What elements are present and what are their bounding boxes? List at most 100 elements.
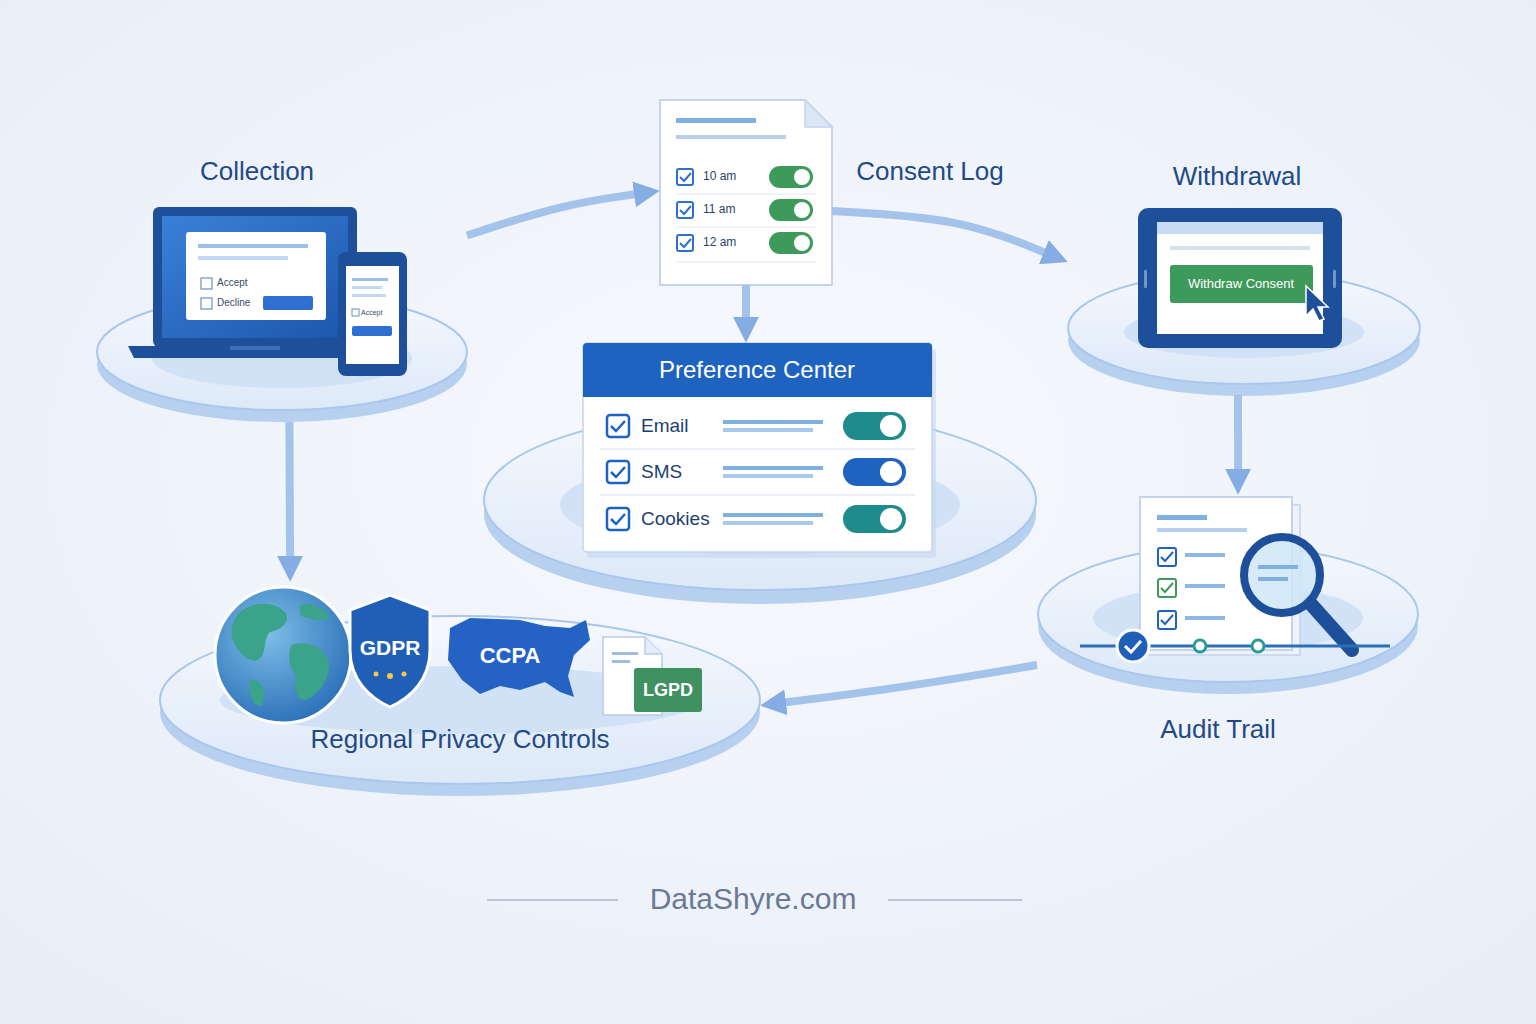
audit-illustration xyxy=(1252,640,1264,652)
preference-panel-illustration xyxy=(583,343,932,397)
audit-illustration xyxy=(1157,528,1247,532)
tablet-illustration xyxy=(1306,286,1328,321)
tablet-illustration xyxy=(1170,246,1310,250)
gdpr-shield xyxy=(350,595,430,707)
phone-illustration xyxy=(352,309,359,316)
channel-label: Email xyxy=(641,415,689,437)
us-map xyxy=(448,618,590,697)
consent-log-illustration xyxy=(677,169,693,185)
lgpd-document xyxy=(645,637,662,654)
log-time: 11 am xyxy=(703,203,735,217)
audit-illustration xyxy=(1125,641,1141,652)
consent-log-illustration xyxy=(676,227,816,228)
flow-arrow xyxy=(742,285,750,319)
phone-illustration xyxy=(346,266,399,364)
consent-log-illustration xyxy=(794,202,810,218)
preference-panel-illustration xyxy=(607,508,629,530)
checkbox-label: Accept xyxy=(361,309,382,317)
stage-heading: Withdrawal xyxy=(1173,162,1302,192)
laptop-illustration xyxy=(198,244,308,248)
globe-illustration xyxy=(215,587,351,723)
preference-panel-illustration xyxy=(611,514,625,524)
watermark-rule xyxy=(888,899,1022,901)
phone-illustration xyxy=(352,326,392,336)
consent-log-illustration xyxy=(680,173,691,181)
consent-log-illustration xyxy=(794,169,810,185)
checkbox-label: Accept xyxy=(217,277,248,289)
log-time: 10 am xyxy=(703,170,736,184)
flow-arrow xyxy=(784,665,1037,703)
phone-illustration xyxy=(352,278,388,281)
preference-panel-illustration xyxy=(723,513,823,517)
preference-panel-illustration xyxy=(723,521,813,525)
audit-illustration xyxy=(1117,630,1149,662)
globe-illustration xyxy=(289,643,329,700)
globe-illustration xyxy=(231,604,287,661)
phone-illustration xyxy=(338,252,407,376)
audit-illustration xyxy=(1185,553,1225,557)
regulation-badge: GDPR xyxy=(360,636,421,660)
consent-log-illustration xyxy=(677,235,693,251)
consent-log-illustration xyxy=(676,262,816,263)
regional-privacy-controls: GDPRCCPALGPDRegional Privacy Controls xyxy=(160,582,760,795)
preference-panel-illustration xyxy=(880,415,902,437)
preference-panel-illustration xyxy=(723,466,823,470)
phone-illustration xyxy=(352,294,386,297)
preference-center-panel: Preference CenterEmailSMSCookies xyxy=(583,343,932,552)
flow-arrow xyxy=(832,211,1046,253)
lgpd-document xyxy=(603,637,702,715)
audit-illustration xyxy=(1244,537,1320,613)
button-text: Withdraw Consent xyxy=(1188,277,1294,292)
tablet-illustration xyxy=(1170,265,1313,303)
consent-log-illustration xyxy=(794,235,810,251)
preference-panel-illustration xyxy=(880,508,902,530)
globe-illustration xyxy=(215,587,351,723)
audit-illustration xyxy=(1194,640,1206,652)
preference-panel-illustration xyxy=(843,412,906,440)
stage-heading: Consent Log xyxy=(856,157,1003,187)
us-map xyxy=(448,618,590,697)
checkbox-label: Decline xyxy=(217,297,250,309)
preference-panel-illustration xyxy=(723,420,823,424)
gdpr-shield xyxy=(387,673,393,679)
phone-illustration xyxy=(338,252,407,376)
lgpd-document xyxy=(634,668,702,712)
preference-panel-illustration xyxy=(611,467,625,477)
laptop-illustration xyxy=(128,346,372,358)
audit-illustration xyxy=(1158,611,1176,629)
flow-arrow xyxy=(1234,395,1242,471)
gdpr-shield xyxy=(374,672,379,677)
laptop-illustration xyxy=(153,207,357,347)
watermark-rule xyxy=(487,899,618,901)
audit-illustration xyxy=(1158,579,1176,597)
laptop-illustration xyxy=(186,232,326,320)
globe-illustration xyxy=(250,680,264,706)
consent-log-illustration xyxy=(676,118,756,123)
laptop-illustration xyxy=(198,256,288,260)
preference-panel-illustration xyxy=(723,474,813,478)
audit-trail-stage: Audit Trail xyxy=(1037,495,1420,695)
tablet-illustration xyxy=(1333,270,1336,288)
tablet-illustration xyxy=(1157,222,1323,334)
stage-heading: Collection xyxy=(200,157,314,187)
laptop-illustration xyxy=(201,278,212,289)
regulation-badge: CCPA xyxy=(480,643,541,668)
consent-log-illustration xyxy=(769,199,813,221)
consent-log-illustration xyxy=(769,232,813,254)
preference-panel-illustration xyxy=(607,461,629,483)
consent-log-document: Consent Log10 am11 am12 am xyxy=(660,100,832,285)
audit-illustration xyxy=(1258,565,1298,569)
consent-log-illustration xyxy=(680,239,691,247)
audit-illustration xyxy=(1258,577,1288,581)
preference-panel-illustration xyxy=(600,448,915,450)
preference-panel-illustration xyxy=(843,458,906,486)
audit-illustration xyxy=(1080,497,1390,662)
laptop-illustration xyxy=(201,298,212,309)
laptop-illustration xyxy=(128,207,372,358)
preference-panel-illustration xyxy=(583,343,936,558)
tablet-illustration xyxy=(1138,208,1342,348)
gdpr-shield xyxy=(402,672,407,677)
audit-illustration xyxy=(1161,583,1173,592)
